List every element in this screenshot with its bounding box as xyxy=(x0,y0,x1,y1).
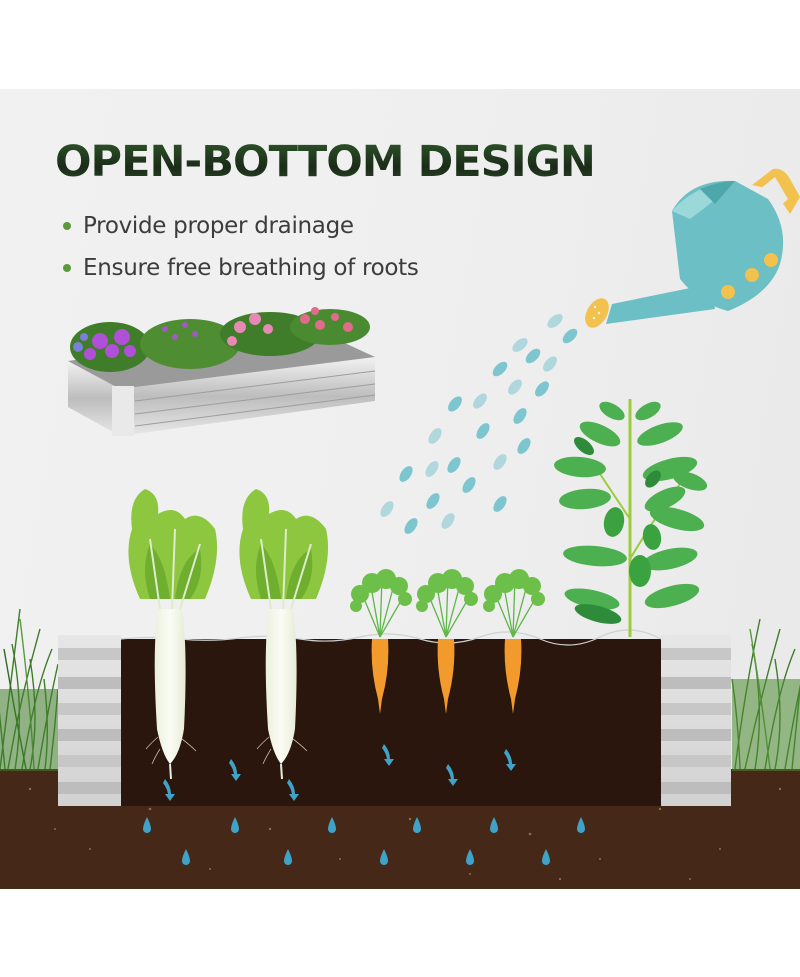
feature-item-breathing: Ensure free breathing of roots xyxy=(63,247,419,289)
feature-list: Provide proper drainage Ensure free brea… xyxy=(63,205,419,289)
feature-text: Ensure free breathing of roots xyxy=(83,255,419,281)
garden-bed-illustration xyxy=(0,168,800,889)
bullet-dot-icon xyxy=(63,264,71,272)
radish-icon-2 xyxy=(239,489,329,780)
radish-icon-1 xyxy=(128,489,218,780)
feature-text: Provide proper drainage xyxy=(83,213,354,239)
product-feature-panel: OPEN-BOTTOM DESIGN Provide proper draina… xyxy=(0,89,800,889)
drainage-drops xyxy=(143,817,585,865)
bed-left-wall xyxy=(58,635,121,806)
bed-right-wall xyxy=(661,635,731,806)
carrot-icon-3 xyxy=(483,569,545,714)
bullet-dot-icon xyxy=(63,222,71,230)
watering-can-icon xyxy=(585,168,800,328)
carrot-icon-1 xyxy=(350,569,412,714)
bed-soil xyxy=(121,639,661,806)
drainage-arrows xyxy=(163,744,516,801)
pepper-plant-icon xyxy=(554,399,708,637)
flowers xyxy=(70,307,370,372)
product-photo-raised-bed xyxy=(68,307,376,436)
pepper-fruits xyxy=(603,507,662,587)
carrot-icon-2 xyxy=(416,569,478,714)
feature-item-drainage: Provide proper drainage xyxy=(63,205,419,247)
water-spray xyxy=(380,308,601,534)
page-title: OPEN-BOTTOM DESIGN xyxy=(55,137,596,187)
